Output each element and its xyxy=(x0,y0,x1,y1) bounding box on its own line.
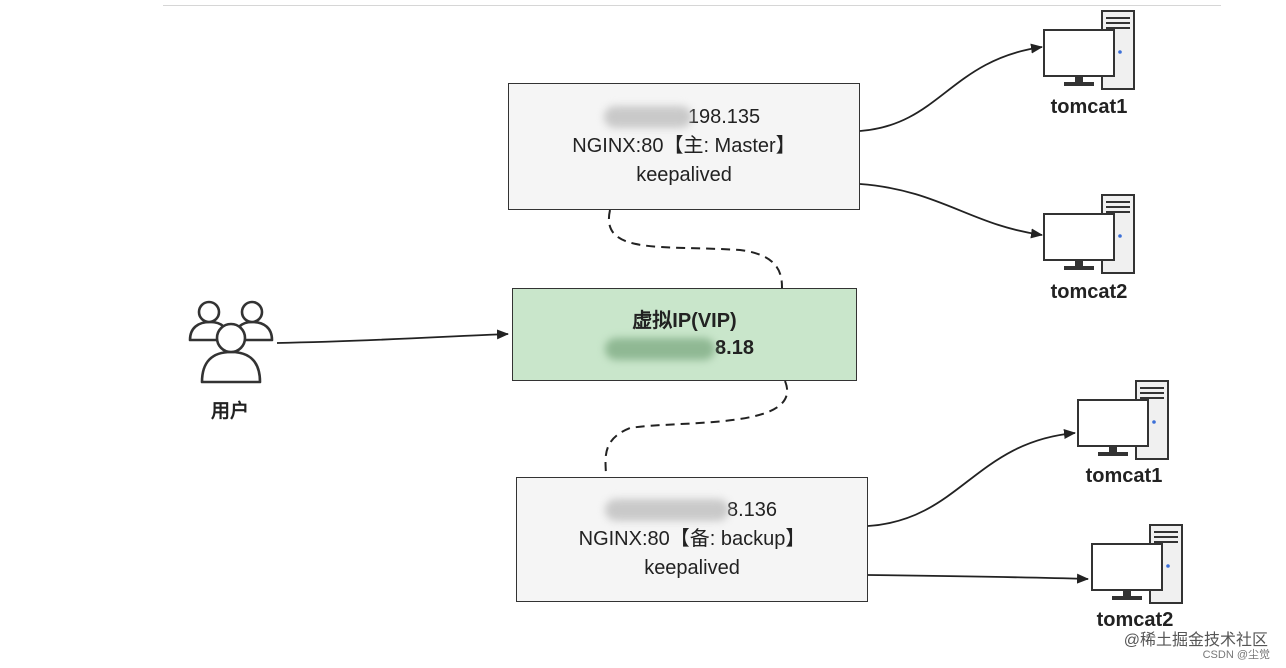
redaction-blur xyxy=(604,499,729,521)
master-nginx-label: NGINX:80【主: Master】 xyxy=(572,135,796,157)
master-vip-heartbeat xyxy=(607,209,783,289)
vip-ip-line: 8.18 xyxy=(605,335,754,362)
nginx-master-box: 198.135 NGINX:80【主: Master】 keepalived xyxy=(508,83,860,210)
credit-text: CSDN @尘觉 xyxy=(1202,649,1270,661)
top-divider xyxy=(163,5,1221,6)
redaction-blur xyxy=(603,106,692,128)
vip-backup-heartbeat xyxy=(604,380,789,478)
backup-to-tomcat2-arrow xyxy=(867,573,1089,584)
vip-title: 虚拟IP(VIP) xyxy=(632,309,737,332)
redaction-blur xyxy=(605,337,716,360)
master-to-tomcat1-arrow xyxy=(859,43,1043,132)
master-to-tomcat2-arrow xyxy=(859,183,1043,239)
nginx-backup-box: 8.136 NGINX:80【备: backup】 keepalived xyxy=(516,477,868,602)
tomcat2-master-computer-icon xyxy=(1043,194,1135,274)
user-label: 用户 xyxy=(210,401,250,422)
backup-keepalived-label: keepalived xyxy=(644,557,740,579)
master-ip-line: 198.135 xyxy=(603,103,761,132)
tomcat1-master-computer-icon xyxy=(1043,10,1135,90)
tomcat2-backup-label: tomcat2 xyxy=(1096,609,1174,631)
vip-ip: 8.18 xyxy=(715,336,754,359)
tomcat2-backup-computer-icon xyxy=(1091,524,1183,604)
users-icon xyxy=(188,300,274,384)
backup-nginx-label: NGINX:80【备: backup】 xyxy=(578,528,806,550)
tomcat1-backup-label: tomcat1 xyxy=(1085,465,1163,487)
backup-ip-line: 8.136 xyxy=(604,496,778,525)
master-keepalived-label: keepalived xyxy=(636,164,732,186)
backup-ip: 8.136 xyxy=(726,499,778,521)
backup-to-tomcat1-arrow xyxy=(867,429,1076,527)
master-ip: 198.135 xyxy=(687,106,761,128)
watermark: @稀土掘金技术社区 xyxy=(1123,632,1268,649)
tomcat1-backup-computer-icon xyxy=(1077,380,1169,460)
tomcat2-master-label: tomcat2 xyxy=(1050,281,1128,303)
vip-box: 虚拟IP(VIP) 8.18 xyxy=(512,288,857,381)
tomcat1-master-label: tomcat1 xyxy=(1050,96,1128,118)
user-to-vip-arrow xyxy=(276,329,509,344)
